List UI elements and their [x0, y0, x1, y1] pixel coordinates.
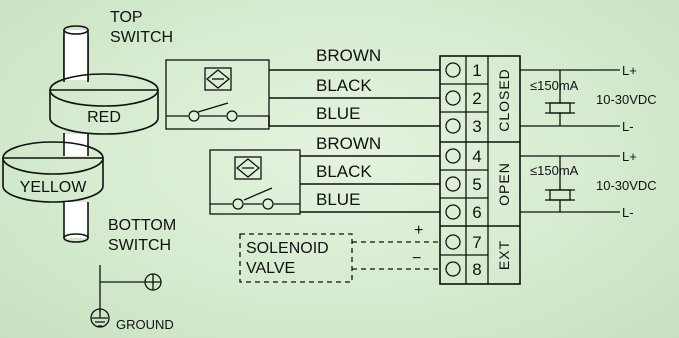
terminal-block: 1 2 3 4 5 6 7 8 CLOSED OPEN EXT: [439, 55, 521, 285]
load-icon: [549, 102, 571, 114]
sensor-icon: [235, 158, 261, 178]
wire-bottom-black: BLACK: [316, 162, 372, 181]
power-closed: L+ L- ≤150mA 10-30VDC: [520, 63, 657, 134]
closed-current-label: ≤150mA: [530, 78, 579, 93]
group-closed-label: CLOSED: [496, 68, 512, 132]
solenoid-label-2: VALVE: [246, 260, 295, 277]
open-plus-label: L+: [622, 149, 637, 164]
terminal-screw-icon: [445, 234, 461, 250]
yellow-disc: YELLOW: [2, 141, 104, 203]
open-current-label: ≤150mA: [530, 163, 579, 178]
red-disc-label: RED: [87, 109, 121, 126]
terminal-screw-icon: [445, 90, 461, 106]
wire-top-blue: BLUE: [316, 104, 360, 123]
top-switch-label-1: TOP: [110, 9, 143, 26]
terminal-screw-icon: [445, 118, 461, 134]
group-open-label: OPEN: [496, 162, 512, 206]
switch-assembly: RED YELLOW TOP SWITCH BOTTOM SWITCH: [2, 9, 176, 254]
solenoid-valve: SOLENOID VALVE + −: [239, 222, 440, 283]
power-open: L+ L- ≤150mA 10-30VDC: [520, 149, 657, 220]
terminal-number: 4: [472, 147, 481, 166]
closed-minus-label: L-: [622, 119, 634, 134]
wires: BROWN BLACK BLUE BROWN BLACK BLUE: [268, 46, 440, 213]
open-voltage-label: 10-30VDC: [596, 178, 657, 193]
terminal-number: 1: [472, 61, 481, 80]
closed-voltage-label: 10-30VDC: [596, 92, 657, 107]
ground-label: GROUND: [116, 317, 174, 332]
terminal-number: 7: [472, 233, 481, 252]
open-minus-label: L-: [622, 205, 634, 220]
load-icon: [549, 189, 571, 201]
yellow-disc-label: YELLOW: [20, 179, 88, 196]
terminal-number: 6: [472, 203, 481, 222]
closed-plus-label: L+: [622, 63, 637, 78]
terminal-screw-icon: [445, 148, 461, 164]
terminal-number: 2: [472, 89, 481, 108]
red-disc: RED: [49, 73, 159, 135]
terminal-screw-icon: [445, 62, 461, 78]
terminal-screw-icon: [445, 176, 461, 192]
terminal-number: 8: [472, 260, 481, 279]
terminal-number: 3: [472, 117, 481, 136]
wire-top-black: BLACK: [316, 76, 372, 95]
terminal-screws: [445, 62, 461, 277]
terminal-number: 5: [472, 175, 481, 194]
solenoid-minus: −: [412, 250, 421, 267]
group-ext-label: EXT: [496, 240, 512, 270]
wire-bottom-blue: BLUE: [316, 190, 360, 209]
top-sensor: [165, 59, 270, 130]
sensor-icon: [205, 69, 231, 89]
terminal-screw-icon: [445, 261, 461, 277]
top-switch-label-2: SWITCH: [110, 29, 173, 46]
solenoid-label-1: SOLENOID: [246, 240, 329, 257]
bottom-sensor: [209, 149, 301, 215]
bottom-switch-label-1: BOTTOM: [108, 217, 176, 234]
solenoid-plus: +: [414, 222, 423, 239]
bottom-switch-label-2: SWITCH: [108, 237, 171, 254]
ground-symbols: GROUND: [90, 265, 174, 332]
wire-top-brown: BROWN: [316, 46, 381, 65]
wire-bottom-brown: BROWN: [316, 134, 381, 153]
terminal-screw-icon: [445, 204, 461, 220]
